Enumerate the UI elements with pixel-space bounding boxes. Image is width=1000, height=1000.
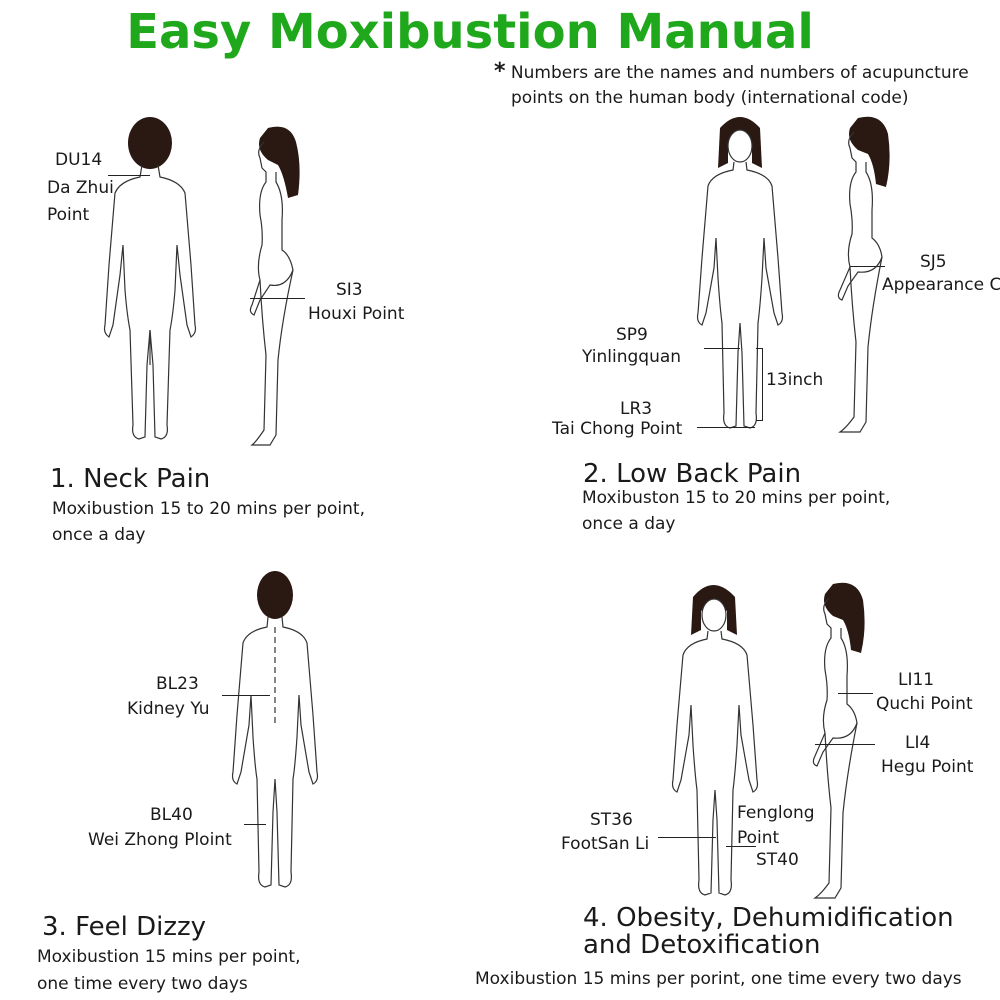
point-name-quchi: Quchi Point: [876, 694, 973, 714]
section-desc-1a: Moxibustion 15 to 20 mins per point,: [52, 499, 365, 519]
section-desc-1b: once a day: [52, 525, 146, 545]
point-name-hegu: Hegu Point: [881, 757, 974, 777]
leader-line-du14: [108, 175, 150, 176]
point-name-footsan-li: FootSan Li: [561, 834, 650, 854]
point-name-wei-zhong: Wei Zhong Ploint: [88, 830, 232, 850]
section-heading-low-back-pain: 2. Low Back Pain: [583, 459, 802, 489]
asterisk: *: [494, 59, 506, 84]
figure-side-view-4: [812, 582, 865, 899]
figure-side-view-1: [249, 126, 300, 446]
leader-line-bl23: [222, 695, 270, 696]
page-title: Easy Moxibustion Manual: [126, 4, 814, 60]
section-desc-4: Moxibustion 15 mins per porint, one time…: [475, 969, 962, 989]
point-name-fenglong-2: Point: [737, 828, 780, 848]
footnote-line2: points on the human body (international …: [511, 88, 909, 108]
leader-line-sp9: [704, 348, 740, 349]
point-name-fenglong: Fenglong: [737, 803, 815, 823]
measure-bracket: [762, 348, 763, 420]
leader-line-st40: [726, 846, 756, 847]
leader-line-si3: [250, 298, 305, 299]
point-code-du14: DU14: [55, 150, 103, 170]
point-code-li11: LI11: [898, 670, 935, 690]
section-heading-obesity: 4. Obesity, Dehumidification: [583, 903, 954, 933]
figure-front-view-2: [696, 117, 784, 429]
footnote: * Numbers are the names and numbers of a…: [494, 60, 969, 85]
section-desc-2a: Moxibuston 15 to 20 mins per point,: [582, 488, 891, 508]
point-code-si3: SI3: [336, 280, 363, 300]
point-name-yinlingquan: Yinlingquan: [582, 347, 682, 367]
point-code-bl23: BL23: [156, 674, 199, 694]
leader-line-lr3: [697, 427, 755, 428]
point-name-kidney-yu: Kidney Yu: [127, 699, 210, 719]
point-code-sj5: SJ5: [920, 252, 947, 272]
point-code-bl40: BL40: [150, 805, 193, 825]
point-name-houxi: Houxi Point: [308, 304, 405, 324]
point-code-li4: LI4: [905, 733, 931, 753]
point-code-st36: ST36: [590, 810, 633, 830]
section-desc-3b: one time every two days: [37, 974, 248, 994]
section-desc-2b: once a day: [582, 514, 676, 534]
measure-bracket-bottom: [756, 420, 763, 421]
leader-line-bl40: [244, 824, 266, 825]
measure-bracket-top: [756, 348, 763, 349]
point-name-da-zhui: Da Zhui: [47, 178, 114, 198]
figure-side-view-2: [837, 116, 890, 433]
figure-back-view-1: [103, 117, 197, 440]
leader-line-li4: [815, 744, 875, 745]
section-desc-3a: Moxibustion 15 mins per point,: [37, 947, 301, 967]
point-code-st40: ST40: [756, 850, 799, 870]
point-name-tai-chong: Tai Chong Point: [552, 419, 683, 439]
leader-line-sj5: [850, 266, 885, 267]
section-heading-detox: and Detoxification: [583, 930, 821, 960]
point-code-lr3: LR3: [620, 399, 653, 419]
point-name-da-zhui-2: Point: [47, 205, 90, 225]
leader-line-st36: [658, 837, 716, 838]
footnote-line1: Numbers are the names and numbers of acu…: [510, 63, 969, 83]
point-name-appearance: Appearance Ca: [882, 275, 1000, 295]
figure-front-view-4: [671, 585, 759, 896]
leader-line-li11: [838, 693, 873, 694]
point-code-sp9: SP9: [616, 325, 648, 345]
section-heading-feel-dizzy: 3. Feel Dizzy: [42, 912, 207, 942]
measure-label: 13inch: [766, 370, 824, 390]
figure-back-view-3: [231, 571, 319, 888]
section-heading-neck-pain: 1. Neck Pain: [50, 464, 211, 494]
